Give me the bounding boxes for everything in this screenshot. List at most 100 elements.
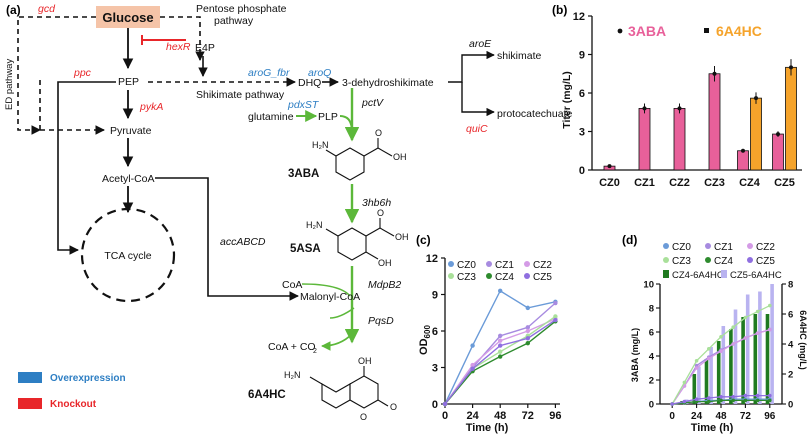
- c-point-CZ4: [498, 354, 503, 359]
- c-ytick-label: 6: [432, 326, 438, 338]
- b-point: [607, 164, 612, 169]
- gene-gcd: gcd: [38, 3, 56, 15]
- gene-pctV: pctV: [361, 97, 384, 109]
- structure-3aba: [325, 138, 393, 181]
- c-xtick-label: 0: [442, 410, 448, 422]
- pentose-label-2: pathway: [214, 15, 254, 27]
- 3aba-nh2: H₂N: [312, 140, 329, 150]
- d-point-CZ2: [694, 366, 699, 370]
- tca-cycle-label: TCA cycle: [104, 250, 151, 262]
- c-point-CZ5: [553, 317, 558, 323]
- c-legend-marker: [448, 273, 454, 279]
- legend-3aba-marker: [617, 28, 623, 34]
- plp-label: PLP: [318, 111, 338, 123]
- b-category-label: CZ2: [669, 177, 690, 189]
- d-point-CZ5: [694, 397, 699, 402]
- d-legend-label: CZ4: [714, 256, 733, 267]
- d-point-CZ2: [768, 327, 772, 332]
- glucose-label: Glucose: [102, 10, 153, 25]
- c-xtick-label: 72: [522, 410, 534, 422]
- gene-aroE: aroE: [469, 38, 492, 50]
- d-point-CZ3: [707, 347, 711, 351]
- 6a4hc-o-1: O: [390, 402, 397, 412]
- d-point-CZ4: [719, 398, 723, 403]
- overexpression-label: Overexpression: [50, 373, 126, 384]
- ppc-tca-arrow: [57, 81, 116, 255]
- b-ytick-label: 0: [579, 165, 585, 177]
- 5asa-o: O: [377, 208, 384, 218]
- d-bar-CZ5-6A4HC: [709, 347, 713, 404]
- glucose-box: [96, 6, 160, 28]
- gene-quiC: quiC: [466, 123, 488, 135]
- d-ytick-right-label: 0: [788, 400, 793, 411]
- 6a4hc-o-2: O: [360, 412, 367, 422]
- compound-3aba: 3ABA: [288, 168, 319, 180]
- c-point-CZ5: [442, 401, 448, 407]
- 3aba-oh: OH: [393, 152, 407, 162]
- dhs-shikimate-arrow: [448, 50, 495, 83]
- dhs-label: 3-dehydroshikimate: [342, 77, 434, 89]
- knockout-label: Knockout: [50, 399, 97, 410]
- c-legend-marker: [486, 261, 492, 267]
- b-ytick-label: 3: [579, 127, 585, 139]
- gene-pdxST: pdxST: [287, 99, 320, 111]
- panel-label-c: (c): [416, 233, 431, 247]
- dhs-protocatechuate-arrow: [461, 82, 495, 117]
- legend-6a4hc-label: 6A4HC: [716, 23, 762, 39]
- glutamine-label: glutamine: [248, 111, 294, 123]
- d-point-CZ5: [768, 393, 772, 398]
- gene-hexR: hexR: [166, 41, 191, 53]
- d-bar-CZ4-6A4HC: [692, 374, 697, 404]
- d-point-CZ5: [731, 395, 735, 399]
- pyruvate-label: Pyruvate: [110, 125, 152, 137]
- b-bar-6A4HC: [750, 97, 762, 171]
- 5asa-oh-1: OH: [395, 232, 409, 242]
- d-point-CZ5: [707, 396, 711, 400]
- panel-label-b: (b): [552, 3, 567, 17]
- c-point-CZ1: [498, 333, 503, 339]
- d-legend-label: CZ5: [756, 256, 775, 267]
- c-point-CZ3: [498, 349, 503, 354]
- d-bar-CZ4-6A4HC: [716, 341, 721, 404]
- d-point-CZ2: [719, 349, 723, 354]
- d-legend-label: CZ0: [672, 242, 691, 253]
- gene-aroQ: aroQ: [308, 67, 331, 79]
- d-ytick-left-label: 2: [649, 376, 654, 387]
- d-ytick-right-label: 2: [788, 370, 793, 381]
- acetyl-coa-label: Acetyl-CoA: [102, 173, 155, 185]
- d-bar-CZ5-6A4HC: [758, 291, 762, 404]
- b-point: [754, 96, 758, 101]
- panel-label-d: (d): [622, 233, 637, 247]
- c-point-CZ0: [525, 305, 530, 311]
- d-legend-marker: [747, 257, 753, 263]
- d-bar-CZ5-6A4HC: [745, 294, 750, 404]
- b-ytick-label: 12: [573, 11, 585, 23]
- d-point-CZ3: [768, 303, 772, 308]
- d-point-CZ3: [731, 325, 735, 330]
- b-bar-3ABA: [772, 133, 784, 171]
- pentose-arrow: [160, 16, 205, 61]
- panel-label-a: (a): [6, 3, 21, 17]
- c-point-CZ5: [470, 366, 475, 371]
- d-bar-CZ4-6A4HC: [729, 329, 733, 404]
- pathway-diagram: (a) Glucose gcd ED pathway Pentose phosp…: [4, 3, 572, 422]
- pentose-label-1: Pentose phosphate: [196, 3, 287, 15]
- d-legend-marker: [747, 243, 753, 249]
- malonyl-coa-label: Malonyl-CoA: [300, 291, 360, 303]
- b-point: [776, 132, 780, 137]
- b-bar-3ABA: [638, 108, 651, 171]
- c-point-CZ2: [525, 328, 530, 334]
- d-bar-CZ5-6A4HC: [733, 309, 738, 404]
- c-point-CZ0: [498, 288, 503, 294]
- gene-PqsD: PqsD: [368, 315, 394, 327]
- pep-label: PEP: [118, 76, 139, 88]
- d-xtick-label: 48: [715, 411, 727, 422]
- malonyl-curve: [329, 307, 355, 319]
- d-legend-label: CZ1: [714, 242, 733, 253]
- d-point-CZ4: [755, 398, 760, 403]
- d-legend-marker: [663, 243, 669, 249]
- d-point-CZ5: [719, 395, 723, 399]
- e4p-label: E4P: [195, 42, 215, 54]
